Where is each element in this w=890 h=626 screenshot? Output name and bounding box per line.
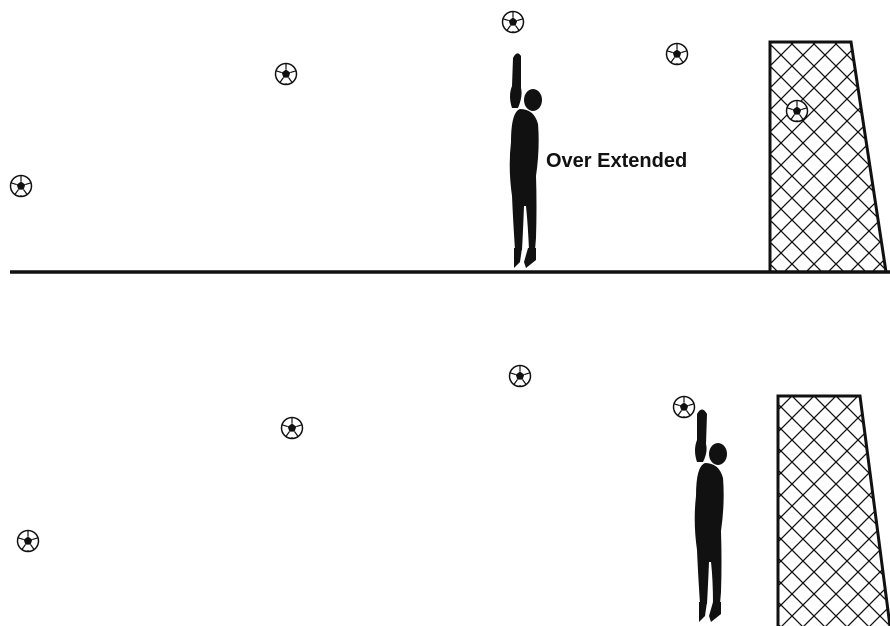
player-silhouette-icon xyxy=(695,410,727,623)
bottom-panel xyxy=(18,366,890,626)
goal-net-icon xyxy=(778,396,890,626)
soccer-ball-icon xyxy=(11,176,32,197)
soccer-ball-icon xyxy=(787,101,808,122)
soccer-ball-icon xyxy=(503,12,524,33)
annotation-over-extended: Over Extended xyxy=(546,150,687,172)
soccer-ball-icon xyxy=(674,397,695,418)
top-panel: Over Extended xyxy=(10,12,890,273)
player-silhouette-icon xyxy=(510,53,542,268)
soccer-ball-icon xyxy=(282,418,303,439)
soccer-ball-icon xyxy=(510,366,531,387)
soccer-ball-icon xyxy=(276,64,297,85)
goal-net-icon xyxy=(770,42,886,272)
soccer-ball-icon xyxy=(18,531,39,552)
soccer-ball-icon xyxy=(667,44,688,65)
